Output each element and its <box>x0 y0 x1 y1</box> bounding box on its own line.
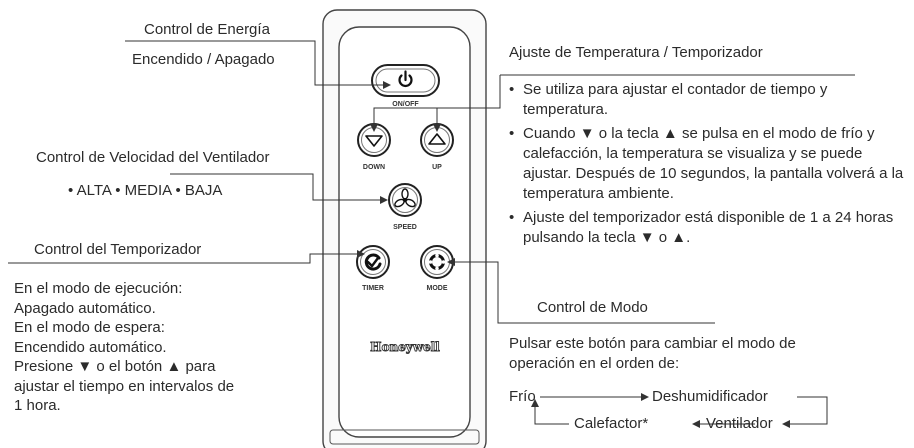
mode-cycle-icon <box>428 253 446 271</box>
cycle-frio: Frío <box>509 388 536 405</box>
arrowhead-vent <box>782 420 790 428</box>
mode-title: Control de Modo <box>537 299 648 316</box>
fan-title: Control de Velocidad del Ventilador <box>36 149 270 166</box>
brand-logo: Honeywell <box>370 340 440 354</box>
timer-line-7: 1 hora. <box>14 397 61 414</box>
mode-leader-line <box>448 261 715 324</box>
temp-bullet-3: Ajuste del temporizador está disponible … <box>509 208 907 248</box>
timer-label: TIMER <box>362 285 384 292</box>
cycle-arrow-calef-frio <box>534 407 569 425</box>
fan-speeds: • ALTA • MEDIA • BAJA <box>68 182 223 199</box>
mode-line-2: operación en el orden de: <box>509 354 680 372</box>
cycle-ventilador: Ventilador <box>706 415 773 432</box>
arrowhead-calef <box>692 420 700 428</box>
onoff-button[interactable] <box>371 64 440 97</box>
speed-button[interactable] <box>388 183 422 217</box>
temp-bullet-2: Cuando ▼ o la tecla ▲ se pulsa en el mod… <box>509 124 907 204</box>
timer-title: Control del Temporizador <box>34 241 202 258</box>
timer-line-4: Encendido automático. <box>14 338 167 356</box>
power-subtitle: Encendido / Apagado <box>132 51 275 68</box>
up-triangle-icon <box>428 133 446 145</box>
power-icon <box>398 70 413 87</box>
arrowhead-frio <box>531 399 539 407</box>
mode-description: Pulsar este botón para cambiar el modo d… <box>509 334 796 373</box>
fan-icon <box>394 188 416 208</box>
down-label: DOWN <box>363 164 385 171</box>
temp-bullet-1: Se utiliza para ajustar el contador de t… <box>509 80 907 120</box>
cycle-deshumidificador: Deshumidificador <box>652 388 768 405</box>
fan-leader-line <box>170 173 387 201</box>
timer-line-6: ajustar el tiempo en intervalos de <box>14 377 235 395</box>
temp-bullet-list: Se utiliza para ajustar el contador de t… <box>509 80 907 252</box>
mode-line-1: Pulsar este botón para cambiar el modo d… <box>509 335 796 352</box>
cycle-arrow-deshum-vent <box>790 396 828 425</box>
up-label: UP <box>432 164 442 171</box>
mode-label: MODE <box>427 285 448 292</box>
onoff-label: ON/OFF <box>392 101 419 108</box>
timer-button[interactable] <box>356 245 390 279</box>
timer-line-2: Apagado automático. <box>14 299 156 317</box>
timer-line-1: En el modo de ejecución: <box>14 280 183 297</box>
temp-up-leader-line <box>436 107 480 131</box>
arrowhead-deshum <box>641 393 649 401</box>
timer-line-3: En el modo de espera: <box>14 319 165 336</box>
speed-label: SPEED <box>393 224 417 231</box>
down-triangle-icon <box>365 135 383 147</box>
timer-description: En el modo de ejecución: Apagado automát… <box>14 279 234 416</box>
temp-title: Ajuste de Temperatura / Temporizador <box>509 44 763 61</box>
timer-leader-line <box>8 253 364 264</box>
power-title: Control de Energía <box>144 21 270 38</box>
timer-line-5: Presione ▼ o el botón ▲ para <box>14 358 216 375</box>
timer-icon <box>364 253 382 271</box>
cycle-calefactor: Calefactor* <box>574 415 649 432</box>
power-leader-line <box>125 40 390 86</box>
